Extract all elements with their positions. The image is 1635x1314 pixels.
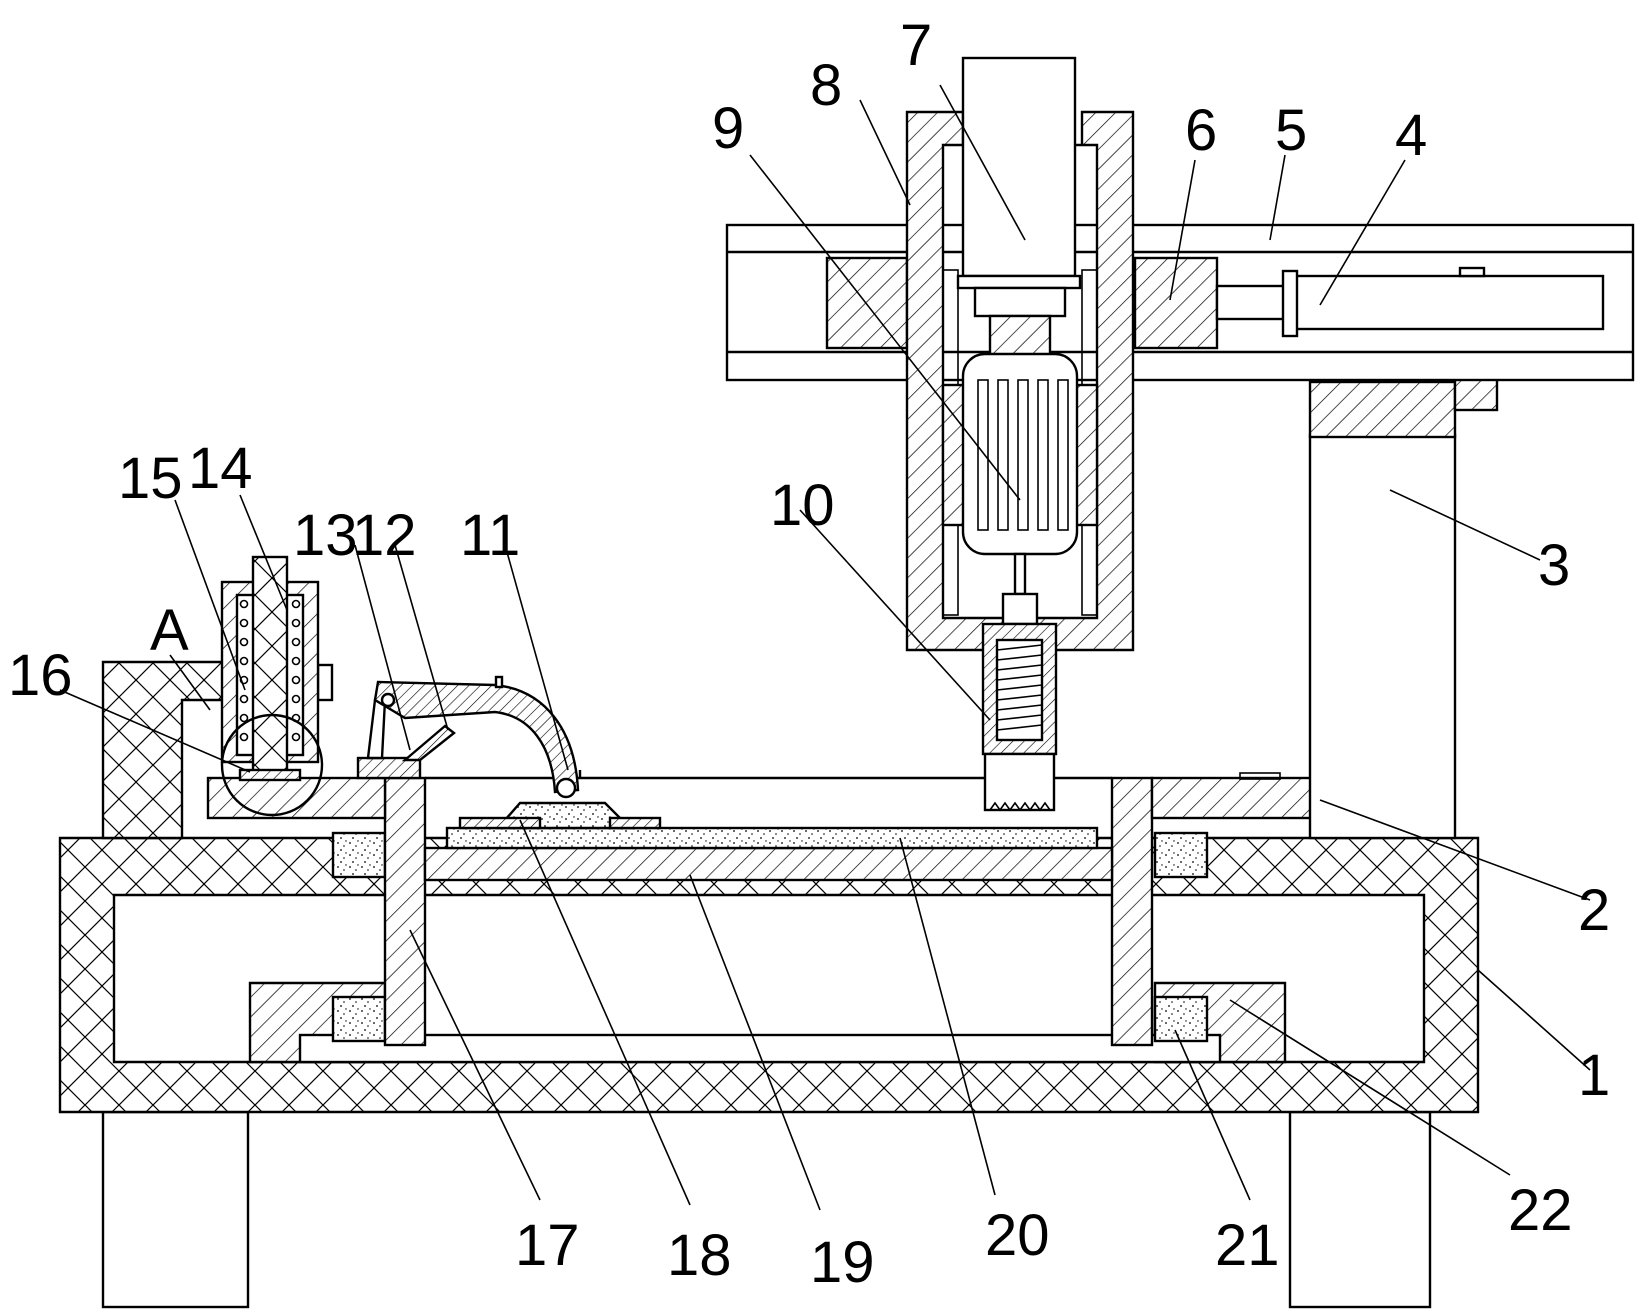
right-slider-block [1133,256,1219,350]
label-15: 15 [118,446,183,511]
support-column [1308,433,1457,840]
right-vertical-rail [1110,776,1154,1047]
label-14: 14 [188,436,253,501]
label-4: 4 [1395,103,1427,168]
leader-lines [59,84,1591,1211]
tool-spring [996,644,1043,731]
push-cylinder-rod [1215,284,1287,321]
label-22: 22 [1508,1178,1573,1243]
left-slider-block [825,256,909,350]
right-plate-detail [1239,772,1281,780]
bracket-tab [316,663,334,702]
motor-flange [956,274,1082,290]
motor-neck [973,286,1067,318]
label-10: 10 [770,473,835,538]
seal-left-top [331,831,387,879]
label-13: 13 [293,503,358,568]
left-vertical-rail [383,776,427,1047]
label-A: A [150,598,189,663]
toggle-base [356,756,422,780]
spindle-guide-right [1073,383,1099,527]
coupling [988,314,1052,358]
spindle-shaft [1013,552,1027,596]
right-leg [1288,1110,1432,1309]
seal-right-bottom [1153,995,1209,1043]
toggle-handle [373,680,580,794]
label-17: 17 [515,1213,580,1278]
label-12: 12 [352,503,417,568]
label-6: 6 [1185,98,1217,163]
push-cylinder-barrel [1283,274,1605,331]
label-7: 7 [900,13,932,78]
workpiece-plate [445,826,1099,850]
column-cap [1308,380,1457,439]
label-19: 19 [810,1230,875,1295]
tool-bit-teeth [989,801,1051,812]
tool-coupler [1001,592,1039,626]
seal-left-bottom [331,995,387,1043]
toggle-tip-pivot [555,777,577,799]
label-20: 20 [985,1203,1050,1268]
push-cylinder-flange [1281,269,1299,338]
toggle-pivot [380,692,396,708]
label-3: 3 [1538,533,1570,598]
tool-head-bore [995,638,1044,742]
label-9: 9 [712,96,744,161]
toggle-knob [494,675,504,689]
tool-bit [983,752,1056,812]
push-cylinder-port [1458,266,1486,278]
label-16: 16 [8,643,73,708]
pad-strip-left [458,816,542,830]
right-top-plate [1150,776,1322,820]
seal-right-top [1153,831,1209,879]
label-18: 18 [667,1223,732,1288]
lift-table [423,846,1114,882]
spindle-motor-fins [977,379,1069,531]
label-2: 2 [1578,878,1610,943]
left-top-plate [206,776,387,820]
label-1: 1 [1578,1043,1610,1108]
part-labels: 1 2 3 4 5 6 7 8 9 10 11 12 13 14 15 16 1… [8,13,1610,1295]
label-21: 21 [1215,1213,1280,1278]
left-leg [101,1110,250,1309]
toggle-arm-spring [401,724,456,762]
left-bracket [101,660,227,840]
toggle-link [366,698,387,760]
label-8: 8 [810,53,842,118]
bottom-plate [298,1033,1222,1064]
detail-circle-A [220,713,324,817]
drive-motor [961,56,1077,278]
pad-strip-right [608,816,662,830]
label-11: 11 [460,503,520,568]
spindle-motor [961,352,1079,556]
clamp-foot [238,768,302,782]
clamp-rod [251,555,289,777]
label-5: 5 [1275,98,1307,163]
